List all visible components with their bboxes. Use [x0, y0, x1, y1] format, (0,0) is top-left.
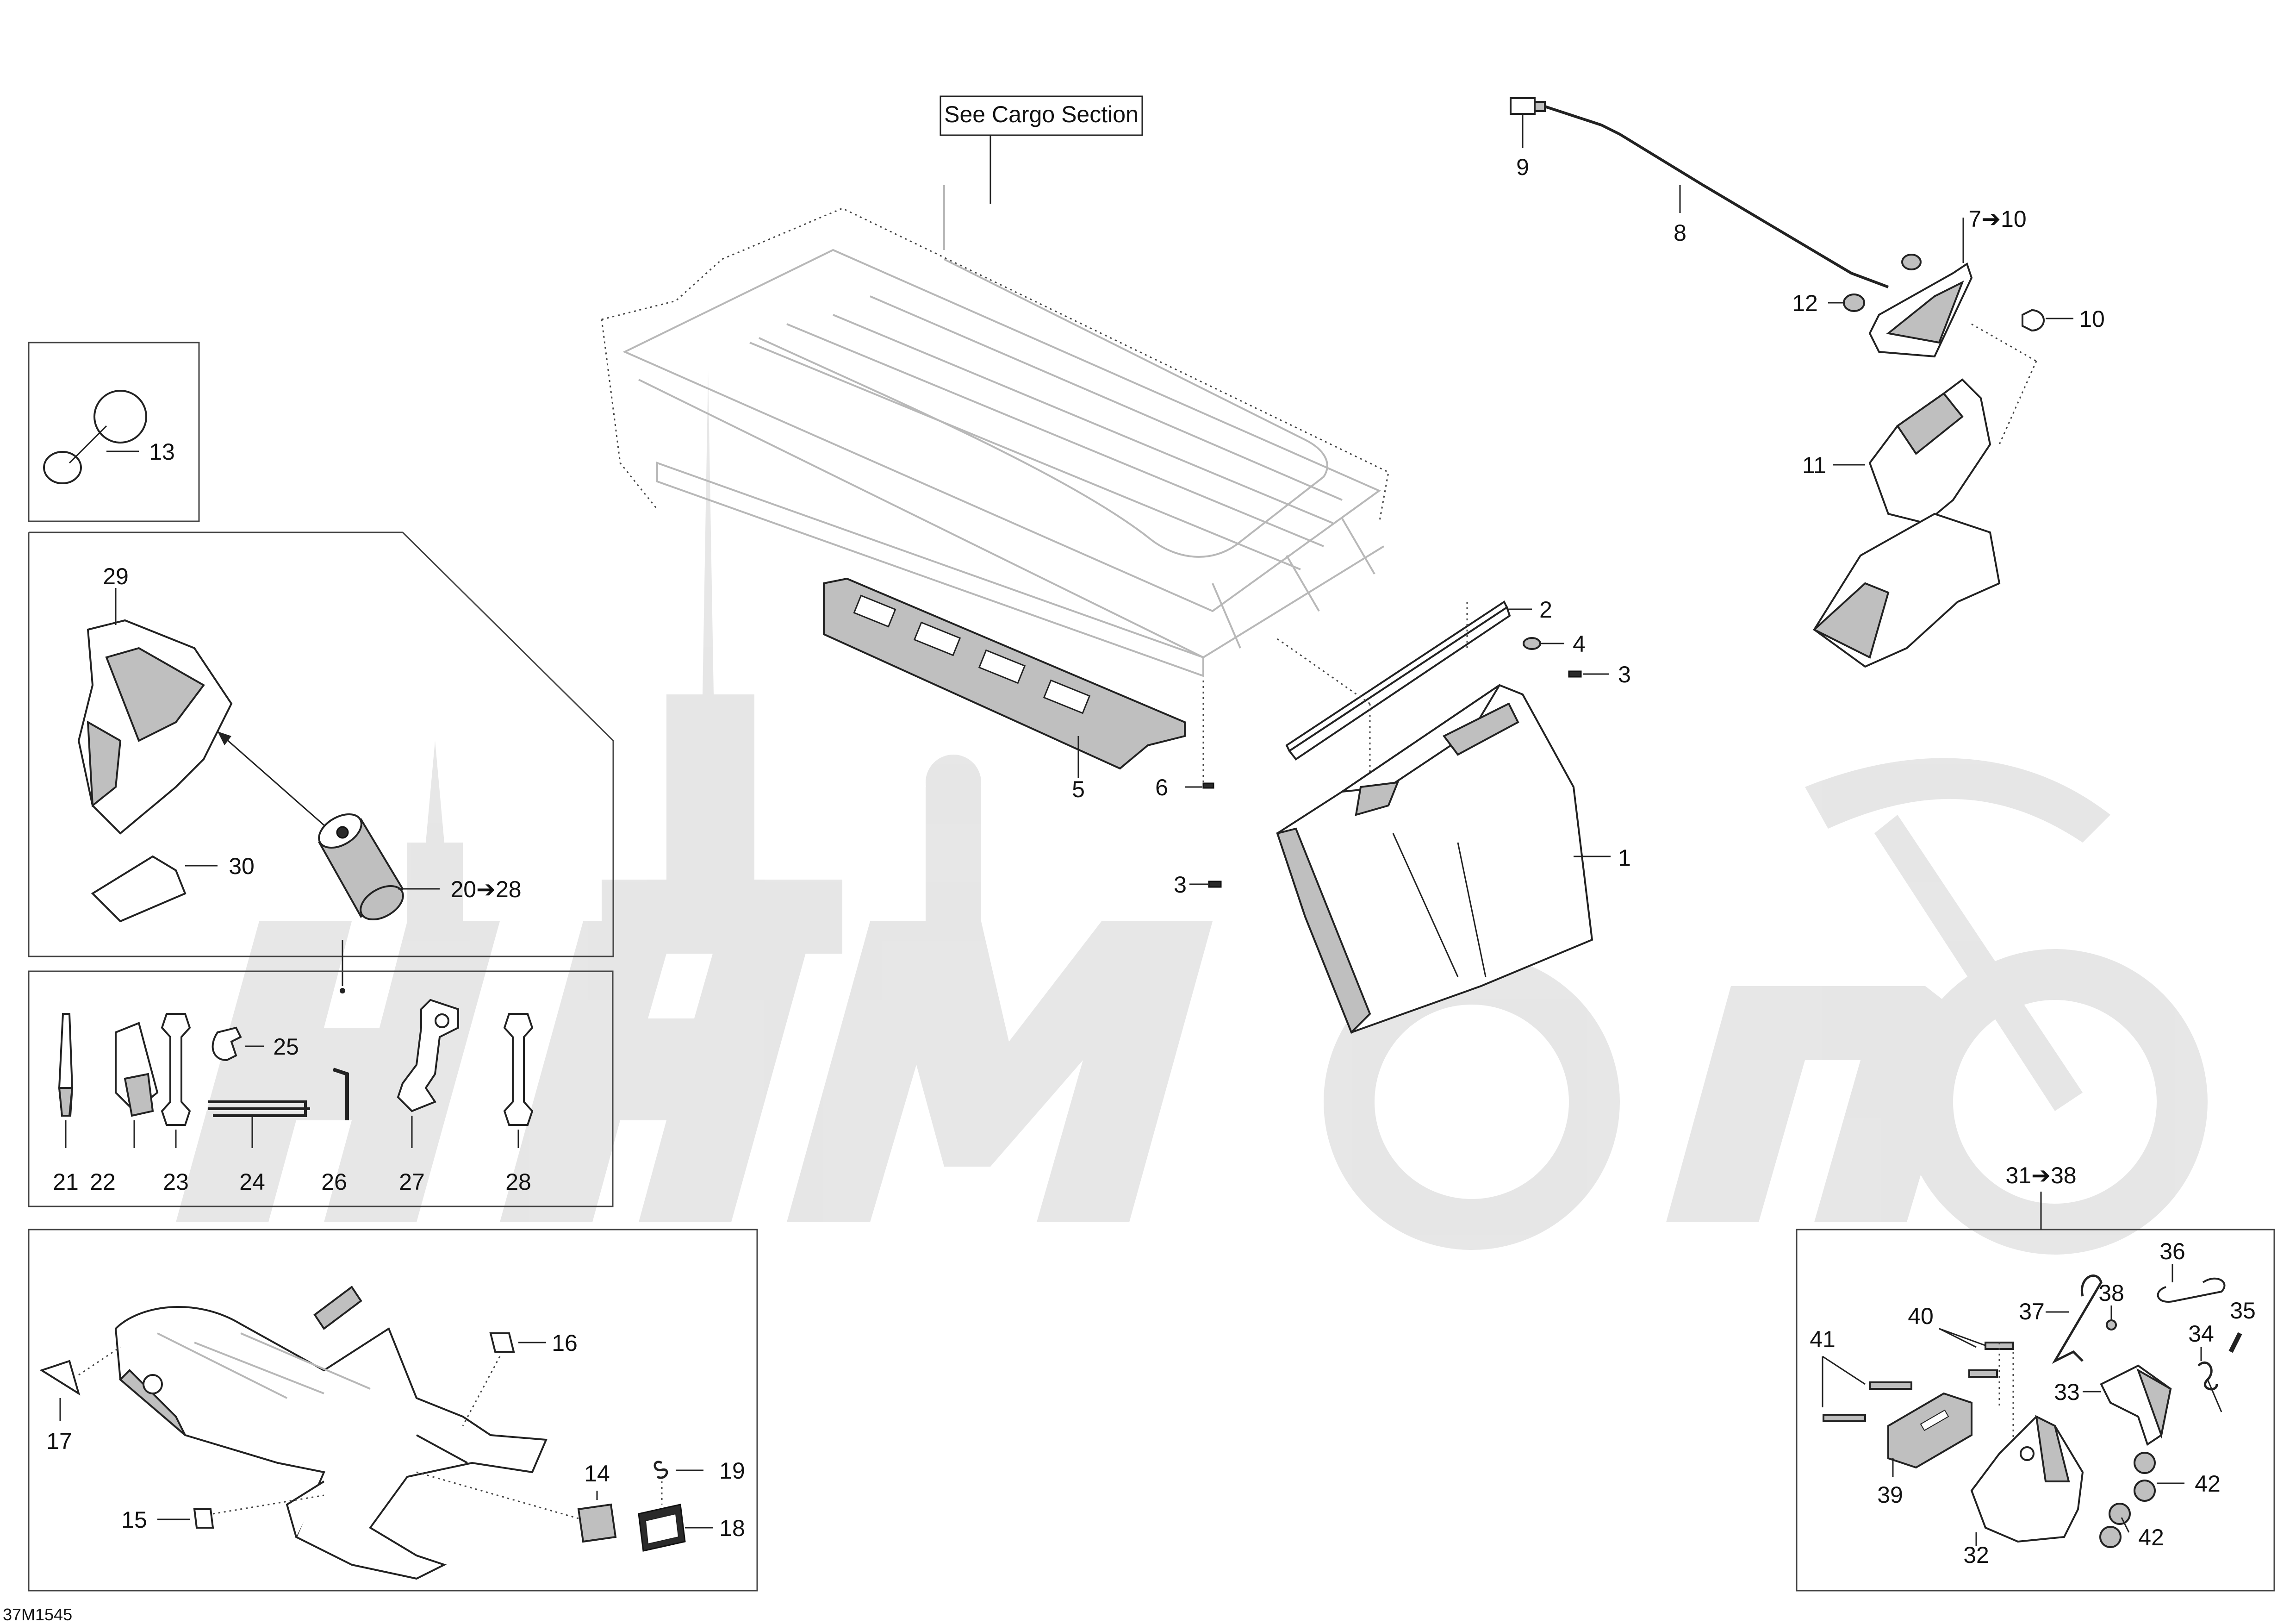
watermark-logo	[176, 370, 2208, 1255]
callout-14: 14	[584, 1461, 610, 1487]
part-40-bolts: 40	[1908, 1303, 2014, 1463]
callout-19: 19	[719, 1458, 745, 1484]
callout-22: 22	[90, 1169, 116, 1195]
tool-26-hex-key: 26	[321, 1068, 349, 1195]
callout-10: 10	[2079, 306, 2105, 332]
callout-27: 27	[399, 1169, 425, 1195]
part-8-wire-harness: 8	[1544, 105, 1889, 288]
part-15-decal: 15	[121, 1494, 324, 1533]
callout-15: 15	[121, 1507, 147, 1533]
inset-box-13: 13	[28, 342, 200, 522]
callout-8: 8	[1674, 220, 1686, 246]
callout-29: 29	[103, 563, 129, 589]
part-18-pouch: 18	[638, 1504, 745, 1552]
see-cargo-section-label: See Cargo Section	[944, 101, 1139, 127]
callout-37: 37	[2019, 1299, 2045, 1324]
callout-23: 23	[163, 1169, 189, 1195]
part-39-plate: 39	[1877, 1392, 1972, 1508]
tool-bag-cylinder	[318, 813, 404, 921]
part-17-decal: 17	[39, 1346, 121, 1454]
callout-2: 2	[1539, 597, 1552, 623]
callout-18: 18	[719, 1515, 745, 1541]
callout-32: 32	[1963, 1542, 1989, 1568]
part-34-spring: 34	[2188, 1321, 2222, 1412]
tool-21-screwdriver: 21	[53, 1013, 79, 1195]
part-11-light-housing: 11	[1802, 378, 2001, 668]
tool-27-spanner: 27	[397, 999, 459, 1195]
tool-25-clip: 25	[212, 1026, 299, 1062]
part-19-fastener: 19	[653, 1458, 745, 1505]
callout-39: 39	[1877, 1482, 1903, 1508]
part-12-grommet: 12	[1792, 290, 1865, 316]
inset-box-29-30: 29 30 20➔28	[28, 531, 614, 993]
callout-5: 5	[1072, 776, 1085, 802]
inset-box-snowmobile: 17 16 15 14 18	[28, 1229, 758, 1592]
callout-11: 11	[1802, 452, 1826, 478]
see-cargo-section-box: See Cargo Section	[940, 95, 1143, 204]
callout-24: 24	[239, 1169, 265, 1195]
inset-box-tool-kit: 21 22 23 24 25 26	[28, 970, 614, 1207]
tool-24-folded-strap: 24	[208, 1100, 310, 1195]
part-36-pin: 36	[2157, 1238, 2226, 1303]
callout-31-38: 31➔38	[2005, 1162, 2076, 1188]
part-32-hitch-bracket: 32	[1963, 1415, 2084, 1568]
part-9-connector: 9	[1510, 97, 1546, 180]
callout-7-10: 7➔10	[1968, 206, 2026, 232]
callout-9: 9	[1516, 154, 1529, 180]
callout-3-lower: 3	[1174, 872, 1187, 898]
tool-23-wrench: 23	[161, 1013, 191, 1195]
callout-13: 13	[149, 439, 175, 465]
callout-21: 21	[53, 1169, 79, 1195]
tool-28-wrench: 28	[503, 1013, 534, 1195]
part-3-screw-lower: 3	[1174, 872, 1222, 898]
callout-42-lower: 42	[2138, 1524, 2164, 1550]
part-16-decal: 16	[462, 1330, 578, 1426]
callout-1: 1	[1618, 845, 1631, 871]
part-3-screw-upper: 3	[1568, 662, 1631, 687]
part-42-nuts: 42 42	[2099, 1452, 2221, 1550]
callout-41: 41	[1810, 1326, 1836, 1352]
callout-33: 33	[2054, 1379, 2080, 1405]
callout-6: 6	[1155, 775, 1168, 800]
part-10-bulb: 10	[2022, 306, 2105, 332]
callout-34: 34	[2188, 1321, 2214, 1347]
callout-30: 30	[229, 853, 255, 879]
cargo-rack-ghost	[601, 185, 1389, 677]
inset-box-hitch: 31➔38 36 37 38 35 34	[1796, 1162, 2275, 1592]
part-37-cable: 37	[2019, 1274, 2103, 1364]
callout-16: 16	[552, 1330, 578, 1356]
tool-22-socket: 22	[90, 1022, 159, 1195]
callout-38: 38	[2098, 1280, 2124, 1306]
part-35-pin: 35	[2228, 1298, 2256, 1353]
callout-28: 28	[505, 1169, 531, 1195]
callout-4: 4	[1573, 631, 1586, 657]
callout-17: 17	[46, 1428, 72, 1454]
callout-20-28: 20➔28	[450, 876, 521, 902]
callout-25: 25	[273, 1034, 299, 1060]
callout-12: 12	[1792, 290, 1818, 316]
callout-3-upper: 3	[1618, 662, 1631, 687]
part-6-screw: 6	[1155, 681, 1214, 800]
part-4-washer: 4	[1523, 631, 1586, 657]
callout-35: 35	[2230, 1298, 2256, 1324]
part-41-bolts: 41	[1810, 1326, 1912, 1422]
callout-40: 40	[1908, 1303, 1934, 1329]
part-14-label: 14	[416, 1461, 617, 1543]
diagram-id: 37M1545	[3, 1605, 72, 1624]
snowmobile-outline	[114, 1286, 548, 1580]
part-38-washer: 38	[2098, 1280, 2124, 1330]
part-1-storage-bag: 1	[1276, 684, 1631, 1034]
callout-42-upper: 42	[2195, 1471, 2221, 1497]
callout-36: 36	[2159, 1238, 2185, 1264]
callout-26: 26	[321, 1169, 347, 1195]
part-33-latch: 33	[2054, 1364, 2172, 1446]
part-2-mounting-strip: 2	[1285, 597, 1552, 761]
part-7-10-tail-light: 7➔10	[1868, 206, 2027, 358]
part-5-side-rail: 5	[823, 577, 1186, 802]
